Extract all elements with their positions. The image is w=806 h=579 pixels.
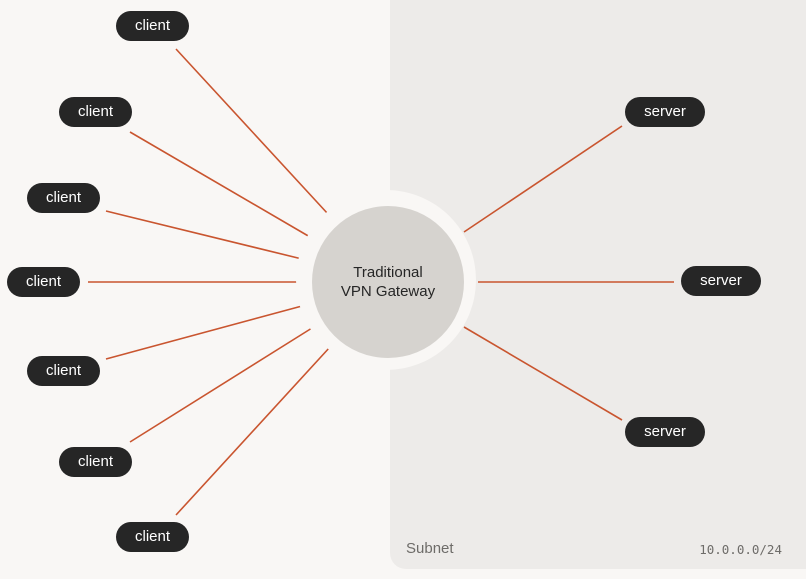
client-node: client xyxy=(59,97,132,127)
link-client-6 xyxy=(129,327,313,443)
subnet-label: Subnet xyxy=(406,540,454,557)
client-node: client xyxy=(27,183,100,213)
server-node: server xyxy=(681,266,761,296)
link-client-5 xyxy=(105,305,303,360)
link-client-7 xyxy=(175,346,331,516)
vpn-gateway-node: Traditional VPN Gateway xyxy=(312,206,464,358)
client-node: client xyxy=(7,267,80,297)
server-node: server xyxy=(625,97,705,127)
link-client-3 xyxy=(105,210,303,260)
link-client-2 xyxy=(129,131,311,238)
client-node: client xyxy=(116,522,189,552)
client-node: client xyxy=(27,356,100,386)
link-client-1 xyxy=(175,48,329,215)
gateway-label-line1: Traditional xyxy=(353,264,423,281)
client-node: client xyxy=(59,447,132,477)
subnet-cidr: 10.0.0.0/24 xyxy=(699,542,782,557)
client-node: client xyxy=(116,11,189,41)
link-server-1 xyxy=(463,125,623,233)
gateway-label-line2: VPN Gateway xyxy=(340,283,436,300)
server-node: server xyxy=(625,417,705,447)
link-server-3 xyxy=(463,326,623,421)
